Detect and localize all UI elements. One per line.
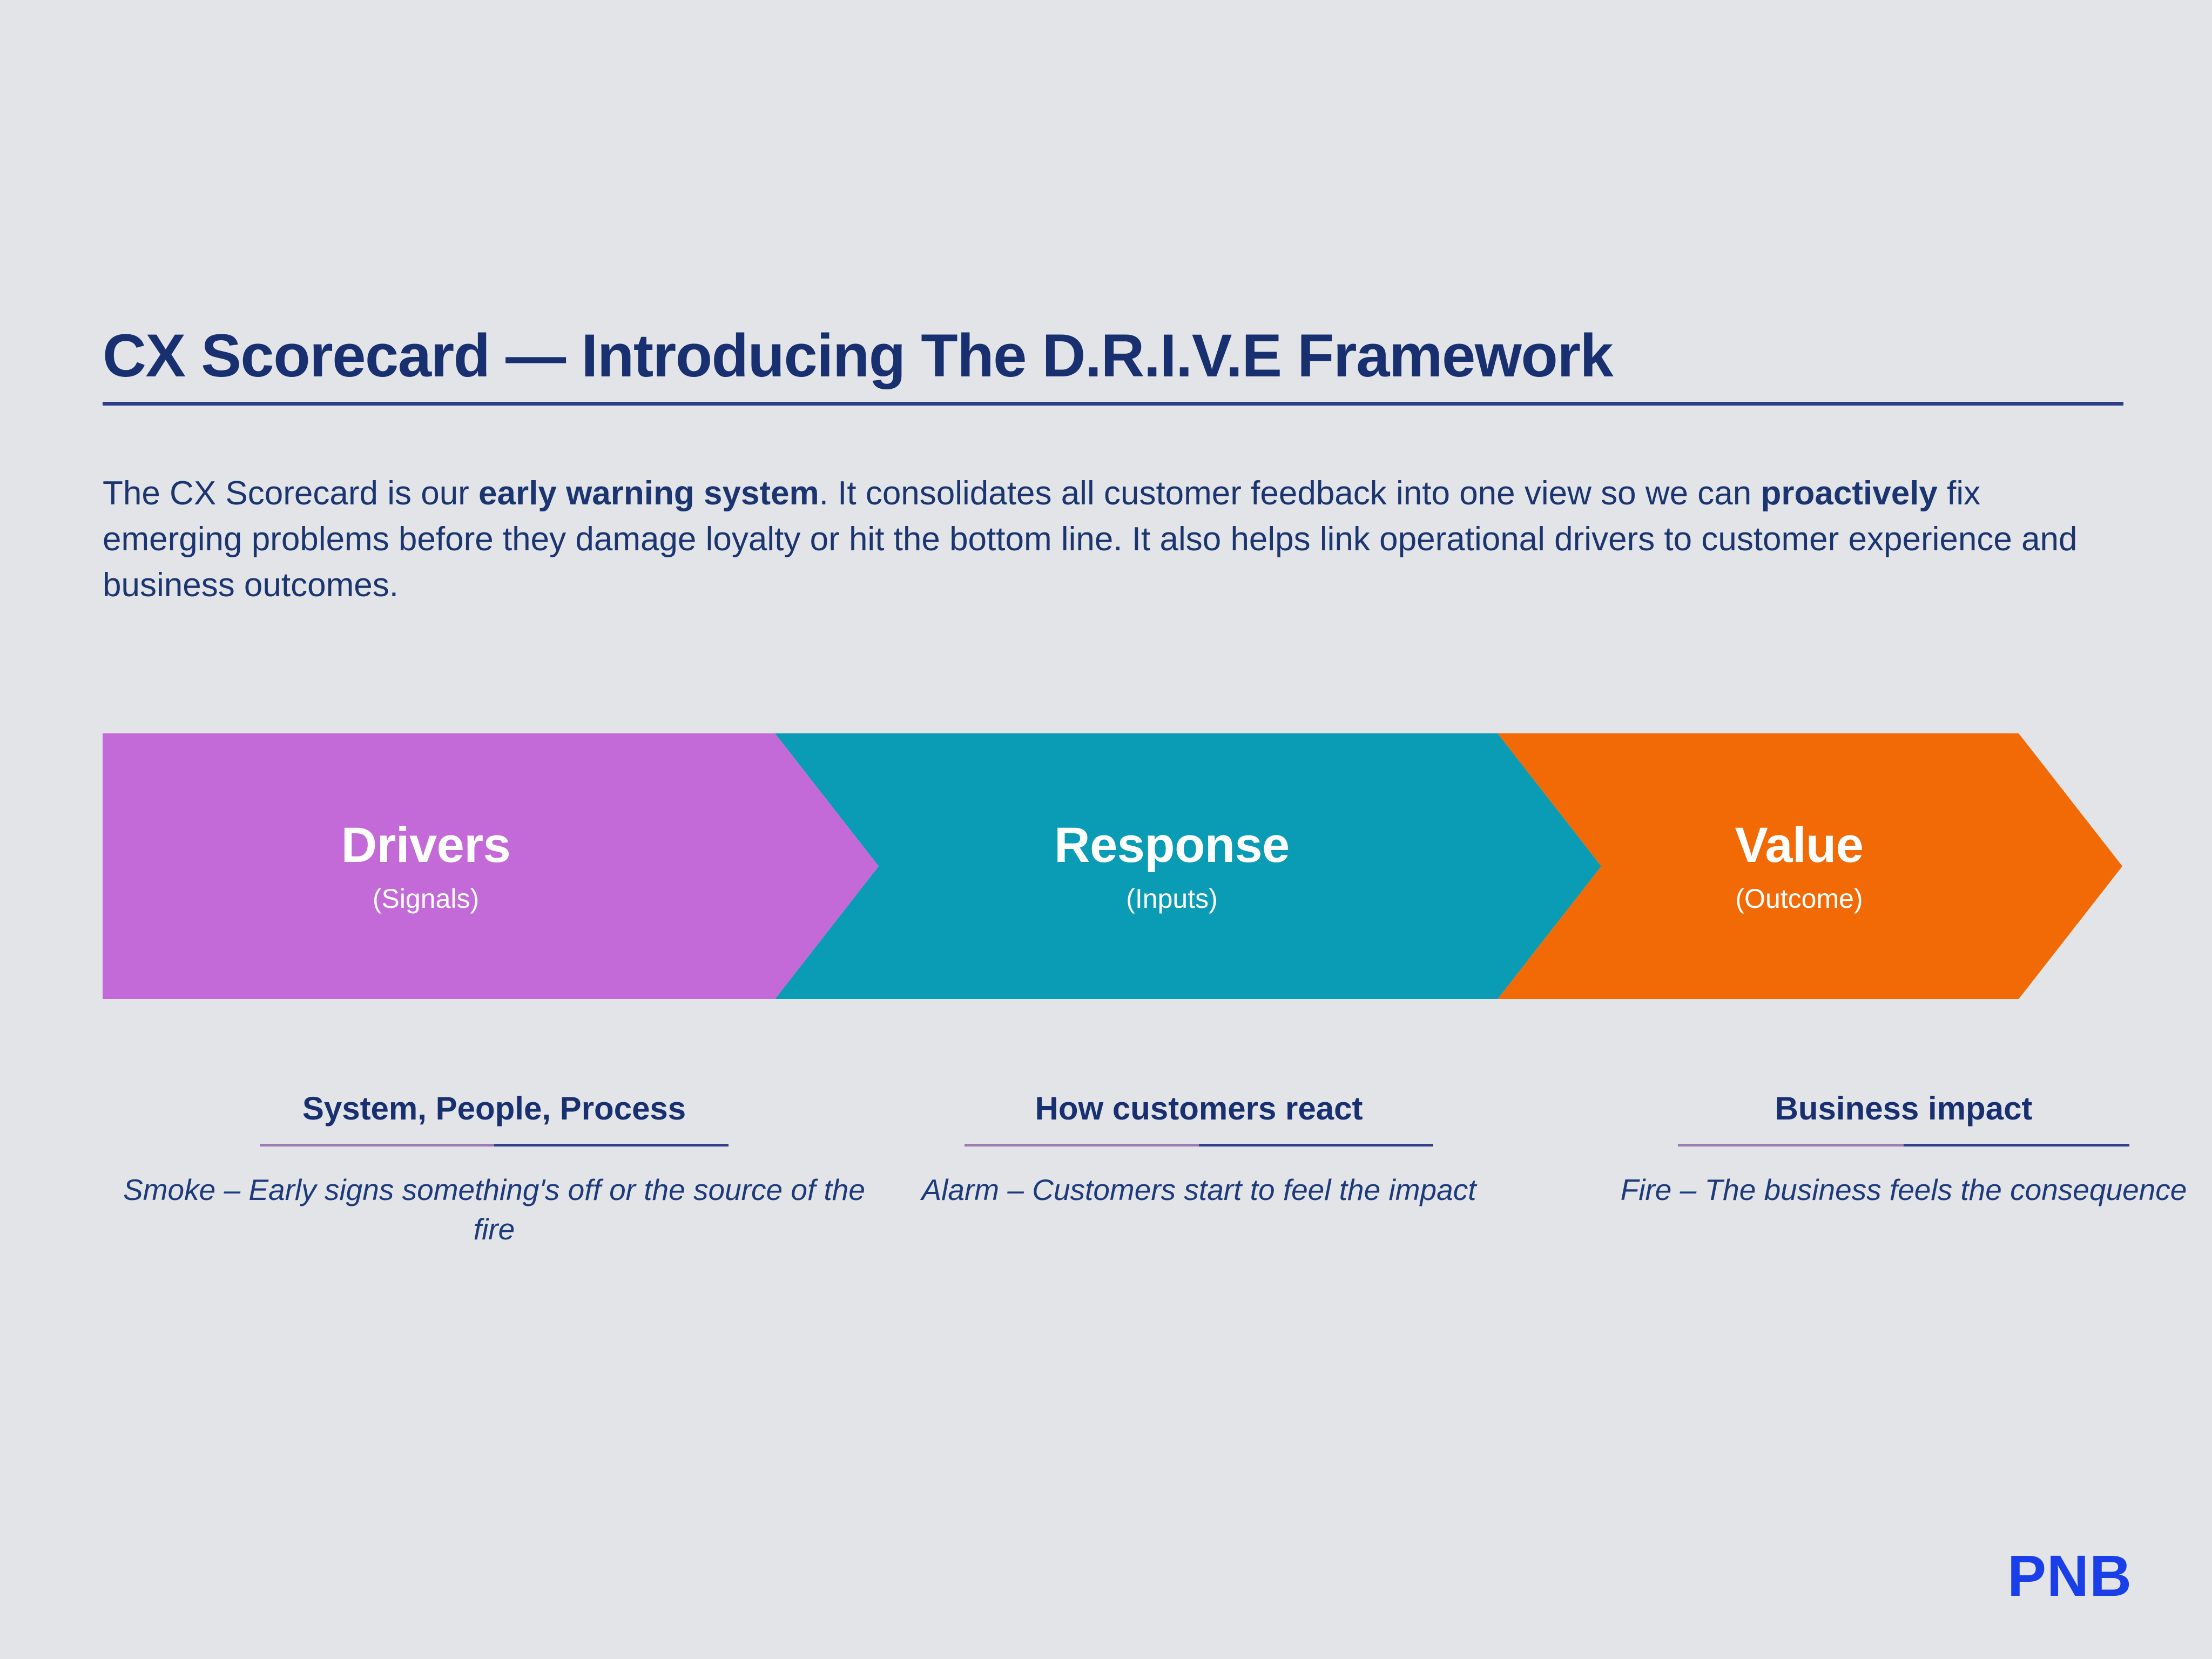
intro-bold-1: early warning system bbox=[478, 475, 819, 512]
page-title: CX Scorecard — Introducing The D.R.I.V.E… bbox=[103, 322, 1614, 389]
chevron-stage-drivers[interactable]: Drivers (Signals) bbox=[103, 733, 879, 999]
caption-value-heading: Business impact bbox=[1775, 1090, 2033, 1127]
caption-response-divider bbox=[965, 1144, 1433, 1147]
intro-bold-2: proactively bbox=[1761, 475, 1938, 512]
chevron-stage-value-label: Value bbox=[1735, 818, 1864, 873]
title-divider bbox=[103, 401, 2123, 406]
caption-drivers-heading: System, People, Process bbox=[302, 1090, 686, 1127]
caption-response-heading: How customers react bbox=[1035, 1090, 1363, 1127]
chevron-stage-response[interactable]: Response (Inputs) bbox=[775, 733, 1601, 999]
caption-value-divider bbox=[1677, 1144, 2130, 1147]
caption-value-body: Fire – The business feels the consequenc… bbox=[1620, 1173, 2187, 1206]
chevron-stage-response-label: Response bbox=[1054, 818, 1290, 873]
chevron-stage-value-content: Value (Outcome) bbox=[1735, 820, 1864, 912]
caption-row: System, People, Process Smoke – Early si… bbox=[103, 1091, 2187, 1318]
chevron-stage-value-sublabel: (Outcome) bbox=[1735, 884, 1863, 914]
chevron-stage-drivers-sublabel: (Signals) bbox=[372, 884, 480, 914]
caption-drivers-body: Smoke – Early signs something's off or t… bbox=[123, 1173, 865, 1246]
chevron-stage-drivers-label: Drivers bbox=[341, 818, 511, 873]
pnb-logo: PNB bbox=[2007, 1543, 2132, 1608]
chevron-stage-drivers-content: Drivers (Signals) bbox=[341, 820, 511, 912]
chevron-stage-response-content: Response (Inputs) bbox=[1054, 820, 1290, 912]
caption-response-body: Alarm – Customers start to feel the impa… bbox=[921, 1173, 1476, 1206]
intro-text-1: The CX Scorecard is our bbox=[103, 475, 479, 512]
chevron-stage-response-sublabel: (Inputs) bbox=[1126, 884, 1218, 914]
caption-value: Business impact Fire – The business feel… bbox=[1599, 1091, 2209, 1210]
chevron-stage-value[interactable]: Value (Outcome) bbox=[1498, 733, 2122, 999]
intro-paragraph: The CX Scorecard is our early warning sy… bbox=[103, 471, 2106, 609]
intro-text-2: . It consolidates all customer feedback … bbox=[819, 475, 1761, 512]
title-block: CX Scorecard — Introducing The D.R.I.V.E… bbox=[103, 324, 2123, 406]
caption-drivers-divider bbox=[260, 1144, 729, 1147]
caption-drivers: System, People, Process Smoke – Early si… bbox=[116, 1091, 872, 1249]
caption-response: How customers react Alarm – Customers st… bbox=[821, 1091, 1577, 1210]
intro-text-3: fix emerging problems before they damage… bbox=[103, 475, 2078, 604]
chevron-flow: Drivers (Signals) Response (Inputs) Valu… bbox=[103, 733, 2122, 999]
